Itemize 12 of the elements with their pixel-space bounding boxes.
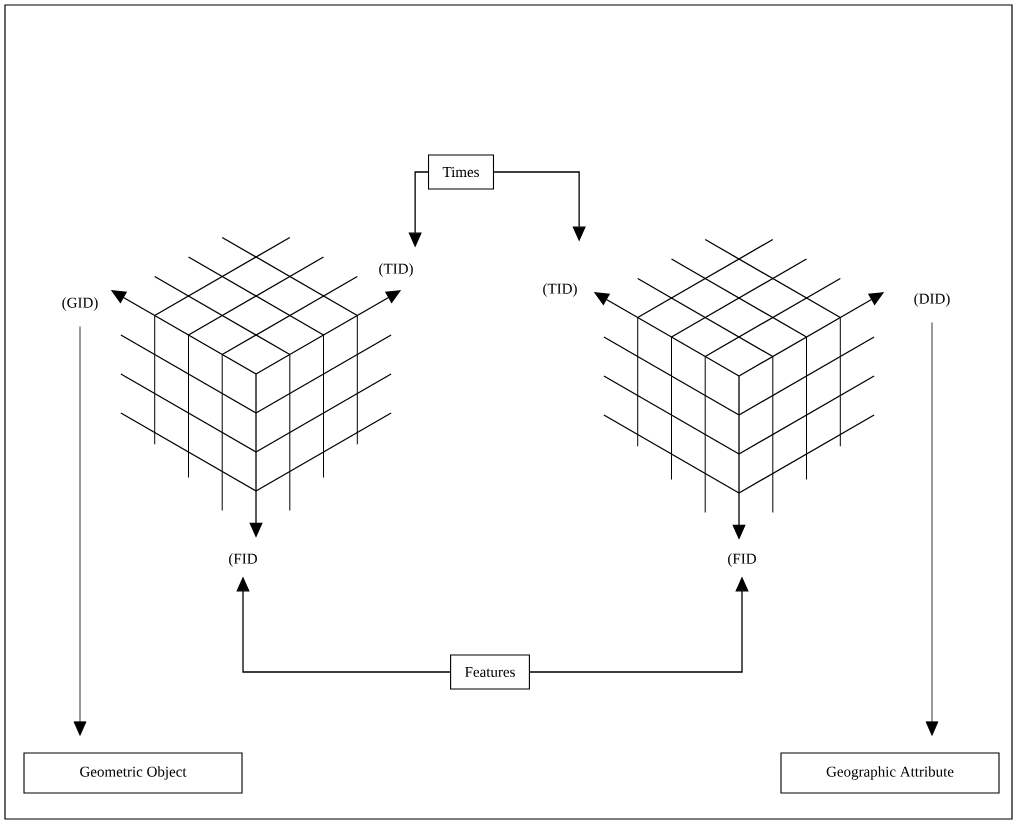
- axis-label: (TID): [379, 263, 413, 277]
- times-box: Times: [427, 154, 495, 190]
- axis-label: (GID): [62, 297, 98, 311]
- attribute-box: Geographic Attribute: [780, 752, 1000, 794]
- object-box: Geometric Object: [23, 752, 243, 794]
- axis-label: (TID): [543, 283, 577, 297]
- features-box: Features: [450, 654, 530, 690]
- axis-label: (FID: [229, 553, 257, 567]
- axis-label: (DID): [914, 293, 950, 307]
- arrow: [925, 322, 939, 736]
- axis-label: (FID: [728, 553, 756, 567]
- arrow: [73, 326, 87, 736]
